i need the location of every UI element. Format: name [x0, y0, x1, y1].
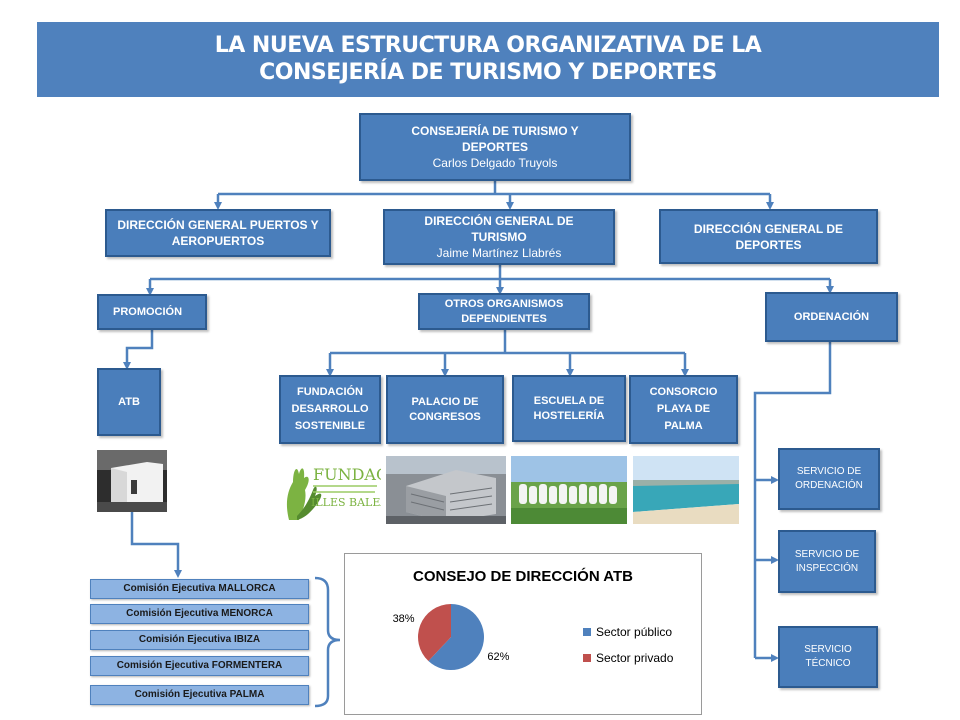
playa-photo [633, 456, 739, 524]
title-line-1: LA NUEVA ESTRUCTURA ORGANIZATIVA DE LA [214, 33, 762, 58]
pie-label-1: 38% [393, 613, 415, 625]
consorcio-label: CONSORCIO PLAYA DE PALMA [649, 386, 718, 432]
fundacio-logo-line1: FUNDACIÓ [313, 464, 381, 484]
comision-mallorca: Comisión Ejecutiva MALLORCA [90, 579, 309, 599]
otros-organismos-box: OTROS ORGANISMOS DEPENDIENTES [418, 293, 590, 330]
consorcio-box: CONSORCIO PLAYA DE PALMA [629, 375, 738, 444]
servicio-inspeccion-box: SERVICIO DE INSPECCIÓN [778, 530, 876, 593]
ordenacion-label: ORDENACIÓN [793, 310, 870, 323]
fundacion-box: FUNDACIÓN DESARROLLO SOSTENIBLE [279, 375, 381, 444]
servicio-tecnico-label: SERVICIO TÉCNICO [804, 644, 852, 669]
pie-slice-publico [428, 604, 484, 670]
servicio-ordenacion-label: SERVICIO DE ORDENACIÓN [795, 466, 863, 491]
consejeria-person: Carlos Delgado Truyols [432, 156, 558, 170]
comision-palma: Comisión Ejecutiva PALMA [90, 685, 309, 705]
escuela-box: ESCUELA DE HOSTELERÍA [512, 375, 626, 442]
comision-formentera: Comisión Ejecutiva FORMENTERA [90, 656, 309, 676]
pie-label-0: 62% [487, 651, 509, 663]
comision-ibiza: Comisión Ejecutiva IBIZA [90, 630, 309, 650]
ordenacion-box: ORDENACIÓN [765, 292, 898, 342]
fundacio-logo: FUNDACIÓ ILLES BALEARS [279, 456, 381, 526]
servicio-ordenacion-box: SERVICIO DE ORDENACIÓN [778, 448, 880, 510]
fundacio-logo-line2: ILLES BALEARS [311, 496, 381, 509]
atb-label: ATB [118, 395, 140, 408]
dg-puertos-title: DIRECCIÓN GENERAL PUERTOS Y AEROPUERTOS [117, 218, 319, 248]
dg-turismo-box: DIRECCIÓN GENERAL DE TURISMO Jaime Martí… [383, 209, 615, 265]
atb-box: ATB [97, 368, 161, 436]
comision-menorca: Comisión Ejecutiva MENORCA [90, 604, 309, 624]
escuela-photo [511, 456, 627, 524]
dg-turismo-person: Jaime Martínez Llabrés [436, 246, 562, 260]
consejeria-box: CONSEJERÍA DE TURISMO Y DEPORTES Carlos … [359, 113, 631, 181]
promocion-label: PROMOCIÓN [113, 305, 183, 318]
legend-label-0: Sector público [596, 625, 672, 639]
legend-swatch-0 [583, 628, 591, 636]
dg-puertos-box: DIRECCIÓN GENERAL PUERTOS Y AEROPUERTOS [105, 209, 331, 257]
pie-slice-privado [418, 604, 451, 662]
legend-label-1: Sector privado [596, 651, 674, 665]
palacio-photo [386, 456, 506, 524]
title-line-2: CONSEJERÍA DE TURISMO Y DEPORTES [259, 60, 717, 85]
palacio-box: PALACIO DE CONGRESOS [386, 375, 504, 444]
dg-deportes-title: DIRECCIÓN GENERAL DE DEPORTES [693, 221, 844, 252]
consejo-chart: CONSEJO DE DIRECCIÓN ATB 62% 38% Sector pú… [344, 553, 702, 715]
palacio-label: PALACIO DE CONGRESOS [409, 395, 481, 423]
dg-turismo-title: DIRECCIÓN GENERAL DE TURISMO [424, 214, 574, 244]
title-banner: LA NUEVA ESTRUCTURA ORGANIZATIVA DE LA C… [37, 22, 939, 97]
fundacion-label: FUNDACIÓN DESARROLLO SOSTENIBLE [291, 386, 369, 432]
servicio-inspeccion-label: SERVICIO DE INSPECCIÓN [794, 548, 860, 574]
servicio-tecnico-box: SERVICIO TÉCNICO [778, 626, 878, 688]
promocion-box: PROMOCIÓN [97, 294, 207, 330]
chart-title: CONSEJO DE DIRECCIÓN ATB [412, 568, 634, 585]
consejeria-title: CONSEJERÍA DE TURISMO Y DEPORTES [411, 124, 579, 154]
dg-deportes-box: DIRECCIÓN GENERAL DE DEPORTES [659, 209, 878, 264]
legend-swatch-1 [583, 654, 591, 662]
atb-building-photo [97, 450, 167, 512]
escuela-label: ESCUELA DE HOSTELERÍA [533, 394, 605, 422]
otros-organismos-label: OTROS ORGANISMOS DEPENDIENTES [444, 297, 564, 325]
